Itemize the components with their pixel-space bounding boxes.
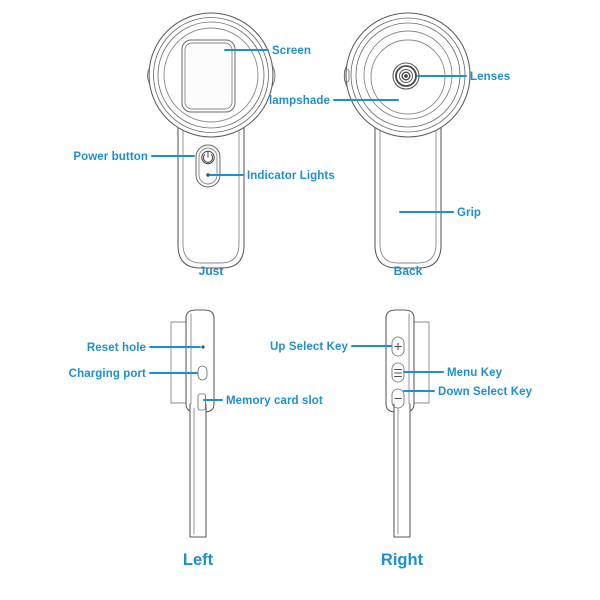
front-head-right-tab bbox=[272, 65, 276, 87]
left-view: Reset hole Charging port Memory card slo… bbox=[69, 309, 323, 569]
right-view: Up Select Key Menu Key Down Select Key R… bbox=[270, 309, 533, 569]
back-view-caption: Back bbox=[394, 264, 423, 278]
callout-up-select-key: Up Select Key bbox=[270, 341, 349, 353]
callout-reset-hole: Reset hole bbox=[87, 342, 146, 354]
front-view-caption: Just bbox=[199, 264, 224, 278]
callout-menu-key: Menu Key bbox=[447, 367, 503, 379]
down-select-key[interactable] bbox=[391, 388, 405, 409]
front-screen-inner bbox=[184, 42, 233, 110]
power-button-inner bbox=[198, 147, 218, 185]
up-select-key[interactable] bbox=[391, 336, 405, 357]
front-body-inner-edge bbox=[182, 111, 240, 264]
front-head-inner-ring bbox=[157, 21, 265, 129]
left-view-caption: Left bbox=[183, 551, 214, 569]
callout-memory-card-slot: Memory card slot bbox=[226, 395, 323, 407]
callout-grip: Grip bbox=[457, 207, 481, 219]
callout-down-select-key: Down Select Key bbox=[438, 386, 533, 398]
front-head-bezel-ring bbox=[163, 27, 259, 123]
back-body-inner-edge bbox=[379, 111, 437, 264]
front-head-mid-ring bbox=[153, 17, 269, 133]
back-body bbox=[374, 104, 442, 269]
power-icon bbox=[201, 150, 215, 165]
right-head-slab bbox=[385, 309, 415, 413]
callout-charging-port: Charging port bbox=[69, 368, 146, 380]
right-view-caption: Right bbox=[381, 551, 424, 569]
front-view: Screen Power button Indicator Lights Jus… bbox=[73, 12, 335, 278]
lens-icon bbox=[392, 62, 420, 90]
sd-card-slot-icon[interactable] bbox=[197, 393, 206, 411]
front-screen bbox=[181, 39, 236, 113]
back-side-button[interactable] bbox=[344, 68, 350, 83]
callout-power-button: Power button bbox=[73, 151, 148, 163]
right-grip bbox=[393, 403, 411, 538]
back-view: Lenses lampshade Grip Back bbox=[269, 12, 510, 278]
callout-screen: Screen bbox=[272, 45, 311, 57]
left-head-slab bbox=[185, 309, 215, 413]
callout-indicator-lights: Indicator Lights bbox=[247, 170, 335, 182]
indicator-dot-icon bbox=[206, 173, 210, 177]
reset-pinhole-icon[interactable] bbox=[201, 345, 205, 349]
front-head-left-tab bbox=[147, 67, 150, 85]
plus-icon bbox=[394, 342, 402, 351]
menu-icon bbox=[394, 368, 402, 378]
left-grip bbox=[189, 403, 207, 538]
callout-lampshade: lampshade bbox=[269, 95, 330, 107]
callout-lenses: Lenses bbox=[470, 71, 510, 83]
